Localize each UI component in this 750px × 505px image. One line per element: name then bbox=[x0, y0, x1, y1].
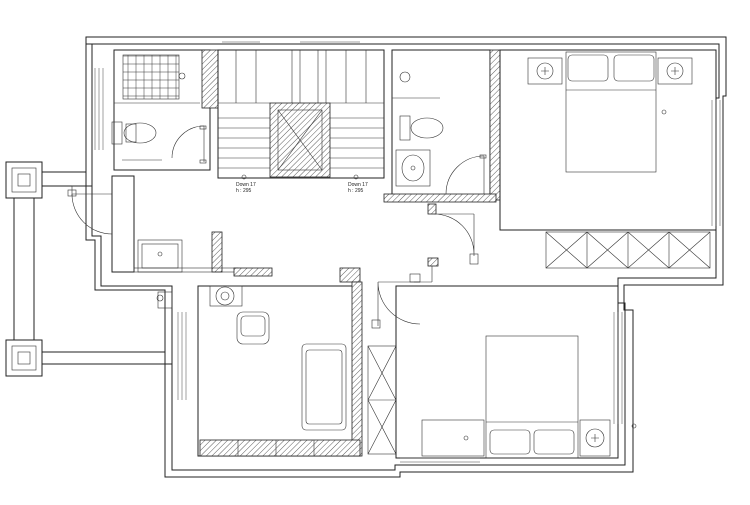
stair-right-label-1: Down 17 bbox=[348, 182, 368, 188]
stair-right-label-2: h : 295 bbox=[348, 188, 364, 194]
stair-left-label-1: Down 17 bbox=[236, 182, 256, 188]
bedroom-top bbox=[499, 49, 717, 231]
windows bbox=[94, 41, 721, 463]
right-bathroom bbox=[383, 49, 501, 203]
left-balcony bbox=[5, 161, 172, 377]
stair-left-label-2: h : 295 bbox=[236, 188, 252, 194]
left-bathroom bbox=[111, 49, 219, 171]
hall-doors bbox=[67, 189, 479, 329]
bedroom-bottom bbox=[395, 285, 637, 459]
wardrobe-top bbox=[545, 231, 711, 269]
left-kitchenette bbox=[111, 175, 273, 277]
exterior-walls bbox=[85, 36, 727, 478]
wardrobe-middle bbox=[367, 345, 397, 455]
living-area bbox=[156, 267, 363, 457]
stair-core: Down 17 h : 295 Down 17 h : 295 bbox=[217, 49, 385, 194]
